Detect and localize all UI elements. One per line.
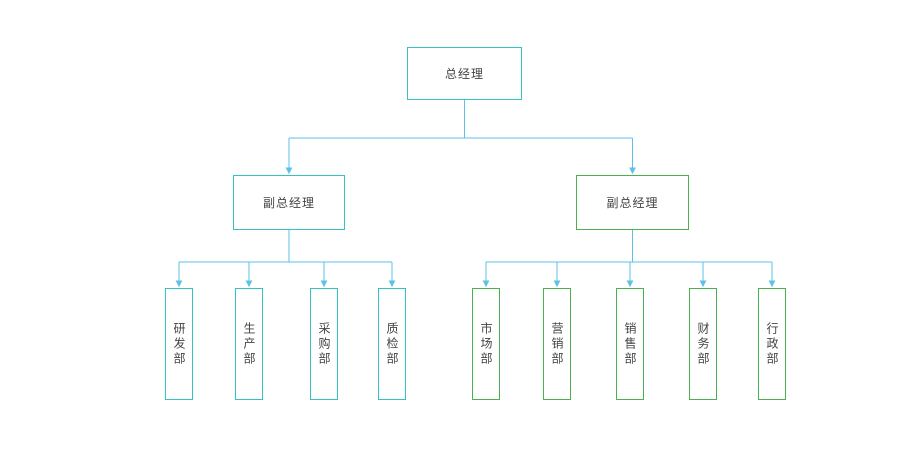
node-label: 副总经理 [262, 196, 315, 210]
node-label: 生产部 [242, 321, 256, 367]
node-admin-dept[interactable]: 行政部 [758, 288, 786, 400]
node-purchasing-dept[interactable]: 采购部 [310, 288, 338, 400]
node-quality-dept[interactable]: 质检部 [378, 288, 406, 400]
node-label: 营销部 [550, 321, 564, 367]
node-label: 销售部 [623, 321, 637, 367]
node-label: 总经理 [444, 67, 484, 81]
node-general-manager[interactable]: 总经理 [407, 47, 522, 100]
node-label: 质检部 [385, 321, 399, 367]
node-sales-dept[interactable]: 销售部 [616, 288, 644, 400]
node-finance-dept[interactable]: 财务部 [689, 288, 717, 400]
node-deputy-gm-left[interactable]: 副总经理 [233, 175, 345, 230]
node-market-dept[interactable]: 市场部 [472, 288, 500, 400]
node-label: 财务部 [696, 321, 710, 367]
node-label: 行政部 [765, 321, 779, 367]
node-label: 市场部 [479, 321, 493, 367]
node-marketing-dept[interactable]: 营销部 [543, 288, 571, 400]
node-label: 副总经理 [606, 196, 659, 210]
node-label: 研发部 [172, 321, 186, 367]
node-label: 采购部 [317, 321, 331, 367]
node-deputy-gm-right[interactable]: 副总经理 [576, 175, 689, 230]
node-rd-dept[interactable]: 研发部 [165, 288, 193, 400]
node-production-dept[interactable]: 生产部 [235, 288, 263, 400]
